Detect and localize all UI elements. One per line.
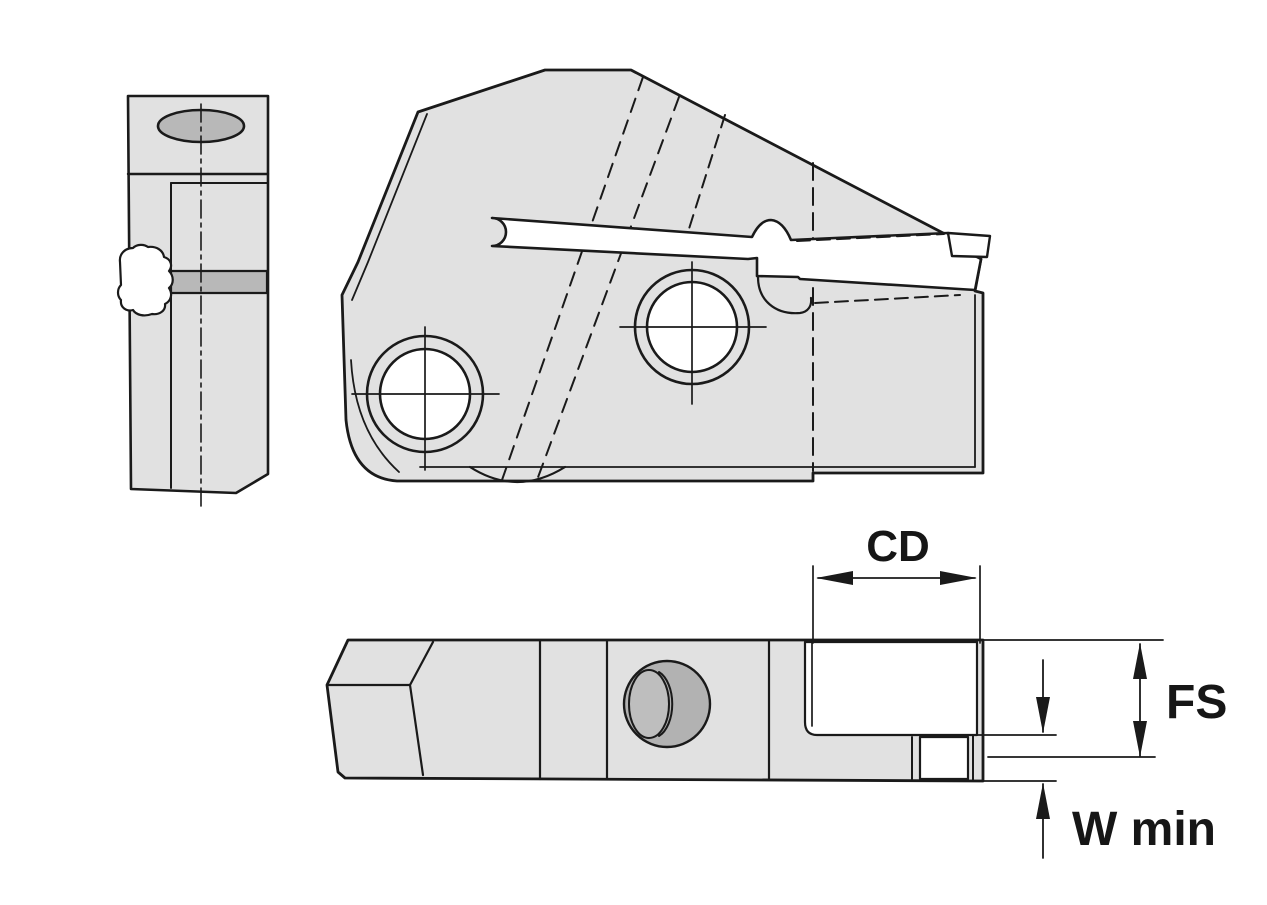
profile-screw-hole-crescent [628,669,670,739]
insert-corner-notch [946,231,992,259]
profile-view [325,638,985,783]
side-view-clamp-band [169,269,269,295]
clamp-finger-front-curve [756,275,813,315]
hidden-edge-diagonal-1 [501,76,644,481]
cd-label: CD [866,522,930,571]
w-min-label: W min [1072,803,1216,856]
profile-screw-hole-crescent-edge [658,671,674,737]
side-view-body [126,94,270,495]
dimension-cd: CD [812,522,981,644]
profile-left-chamfer-facet [408,640,435,777]
insert-top-hidden-edge [796,233,945,242]
side-view-break-blob [116,243,174,317]
cd-arrow-left [816,571,853,585]
support-blade-hidden-edge [814,294,961,304]
fs-arrow-down [1133,721,1147,757]
cd-arrow-right [940,571,977,585]
front-view-left-inner-edge [351,113,428,301]
side-view [116,94,270,509]
profile-insert-tip [918,735,970,781]
fs-arrow-up [1133,643,1147,679]
w-min-arrow-up [1036,783,1050,819]
hidden-edge-diagonal-2 [536,96,680,481]
w-min-arrow-down [1036,697,1050,733]
dimension-fs: FS [982,639,1227,758]
profile-blade-pocket [803,640,979,737]
front-view [340,68,992,483]
dimension-w-min: W min [976,659,1216,859]
fs-label: FS [1166,676,1227,729]
front-view-corner-inner-edge [350,359,400,473]
hidden-edge-diagonal-3 [687,114,726,233]
front-view-bottom-scallop [468,465,567,483]
